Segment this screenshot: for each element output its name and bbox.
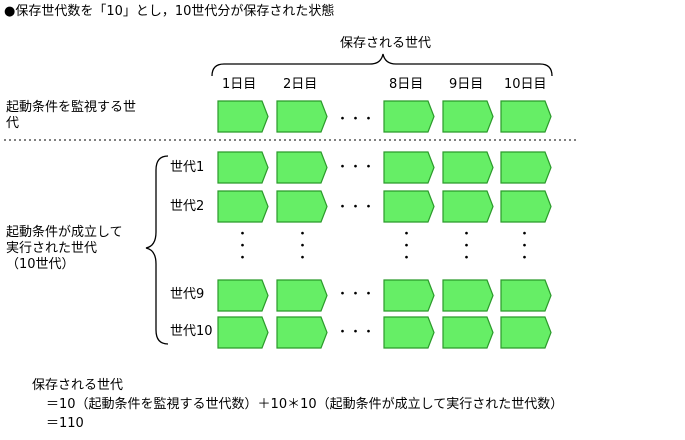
generation-box-gen10-col8 bbox=[383, 316, 435, 349]
formula-line3: ＝110 bbox=[46, 416, 84, 431]
generation-box-gen2-col2 bbox=[276, 190, 328, 223]
top-brace bbox=[211, 53, 553, 77]
ellipsis-row-gen9: ・・・ bbox=[336, 287, 375, 302]
generation-box-monitor-col8 bbox=[383, 100, 435, 133]
generation-box-gen1-col9 bbox=[442, 151, 494, 184]
generation-box-gen10-col2 bbox=[276, 316, 328, 349]
vdot-col9-c: ・ bbox=[460, 251, 473, 266]
generation-box-gen1-col10 bbox=[500, 151, 552, 184]
executed-label-line3: （10世代） bbox=[6, 257, 75, 272]
vdot-col10-b: ・ bbox=[518, 239, 531, 254]
day-label-10: 10日目 bbox=[504, 77, 547, 92]
ellipsis-row-gen1: ・・・ bbox=[336, 160, 375, 175]
vdot-col9-b: ・ bbox=[460, 239, 473, 254]
vdot-col1-a: ・ bbox=[236, 227, 249, 242]
vdot-col10-c: ・ bbox=[518, 251, 531, 266]
vdot-col8-a: ・ bbox=[400, 227, 413, 242]
vdot-col1-b: ・ bbox=[236, 239, 249, 254]
day-label-2: 2日目 bbox=[283, 77, 318, 92]
generation-box-gen1-col8 bbox=[383, 151, 435, 184]
generation-box-gen9-col1 bbox=[217, 279, 269, 312]
ellipsis-row-gen10: ・・・ bbox=[336, 325, 375, 340]
generation-box-gen9-col2 bbox=[276, 279, 328, 312]
generation-box-gen1-col2 bbox=[276, 151, 328, 184]
day-label-1: 1日目 bbox=[222, 77, 257, 92]
vdot-col10-a: ・ bbox=[518, 227, 531, 242]
generation-box-monitor-col10 bbox=[500, 100, 552, 133]
horizontal-ellipses: ・・・ ・・・ ・・・ ・・・ ・・・ bbox=[336, 112, 375, 340]
generation-box-monitor-col1 bbox=[217, 100, 269, 133]
vertical-dots: ・ ・ ・ ・ ・ ・ ・ ・ ・ ・ ・ ・ ・ ・ ・ bbox=[236, 227, 531, 266]
generation-label-1: 世代1 bbox=[170, 160, 205, 175]
formula-line2: ＝10（起動条件を監視する世代数）＋10＊10（起動条件が成立して実行された世代… bbox=[46, 397, 564, 412]
generation-box-gen2-col10 bbox=[500, 190, 552, 223]
left-brace bbox=[145, 155, 169, 345]
generation-box-gen10-col1 bbox=[217, 316, 269, 349]
generation-box-gen2-col8 bbox=[383, 190, 435, 223]
generation-box-gen2-col9 bbox=[442, 190, 494, 223]
day-label-8: 8日目 bbox=[389, 77, 424, 92]
monitor-generation-label: 起動条件を監視する世代 bbox=[6, 100, 137, 131]
generation-box-gen9-col10 bbox=[500, 279, 552, 312]
vdot-col8-b: ・ bbox=[400, 239, 413, 254]
generation-box-gen10-col10 bbox=[500, 316, 552, 349]
vdot-col2-b: ・ bbox=[296, 239, 309, 254]
executed-label-line1: 起動条件が成立して bbox=[6, 225, 123, 240]
formula-line1: 保存される世代 bbox=[32, 378, 124, 393]
executed-label-line2: 実行された世代 bbox=[6, 241, 98, 256]
generation-box-gen10-col9 bbox=[442, 316, 494, 349]
page-title: ●保存世代数を「10」とし，10世代分が保存された状態 bbox=[4, 4, 335, 19]
generation-box-gen9-col8 bbox=[383, 279, 435, 312]
vdot-col2-a: ・ bbox=[296, 227, 309, 242]
generation-box-monitor-col2 bbox=[276, 100, 328, 133]
saved-generations-label: 保存される世代 bbox=[340, 36, 432, 51]
generation-box-monitor-col9 bbox=[442, 100, 494, 133]
generation-box-gen2-col1 bbox=[217, 190, 269, 223]
generation-label-2: 世代2 bbox=[170, 199, 205, 214]
ellipsis-row-gen2: ・・・ bbox=[336, 200, 375, 215]
generation-boxes bbox=[217, 100, 552, 349]
day-label-9: 9日目 bbox=[449, 77, 484, 92]
generation-label-9: 世代9 bbox=[170, 287, 205, 302]
generation-box-gen9-col9 bbox=[442, 279, 494, 312]
generation-box-gen1-col1 bbox=[217, 151, 269, 184]
vdot-col2-c: ・ bbox=[296, 251, 309, 266]
vdot-col8-c: ・ bbox=[400, 251, 413, 266]
generation-label-10: 世代10 bbox=[170, 324, 213, 339]
vdot-col1-c: ・ bbox=[236, 251, 249, 266]
vdot-col9-a: ・ bbox=[460, 227, 473, 242]
ellipsis-row-monitor: ・・・ bbox=[336, 112, 375, 127]
